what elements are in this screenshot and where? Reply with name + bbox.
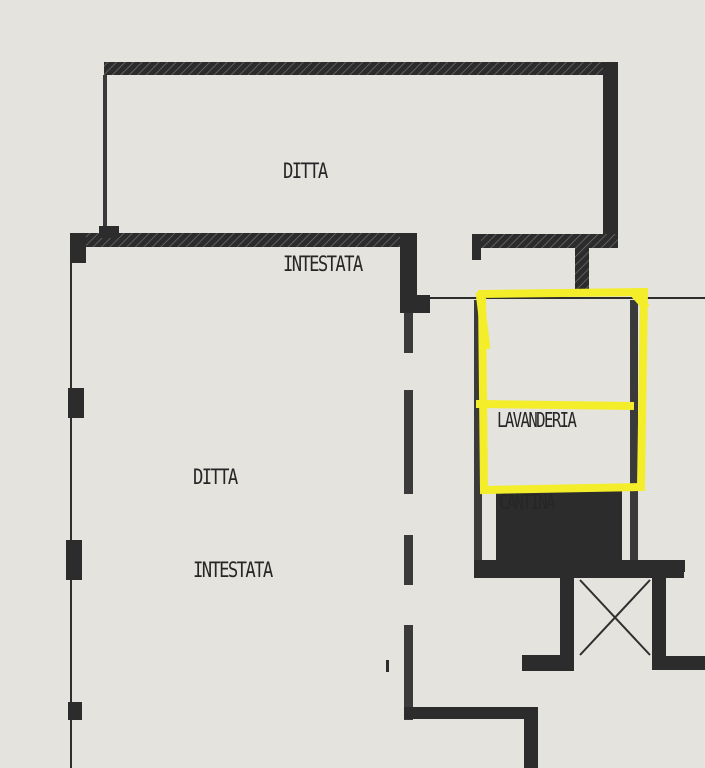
main-room-label: DITTA INTESTATA [193,400,273,617]
main-room-label-line2: INTESTATA [193,558,273,582]
laundry-room-label-text: LAVANDERIA [497,408,577,432]
annex-walls [430,297,705,671]
upper-room-walls [103,62,618,292]
upper-room-label-line2: INTESTATA [283,252,363,276]
main-room-walls [66,226,538,768]
upper-room-label: DITTA INTESTATA [283,94,363,311]
upper-room-label-line1: DITTA [283,159,328,183]
cellar-room-label-text: CANTINA [499,490,555,514]
cellar-room-label: CANTINA [499,425,555,549]
main-room-label-line1: DITTA [193,465,238,489]
highlighted-unit [475,287,650,495]
laundry-room-label: LAVANDERIA [497,343,577,467]
